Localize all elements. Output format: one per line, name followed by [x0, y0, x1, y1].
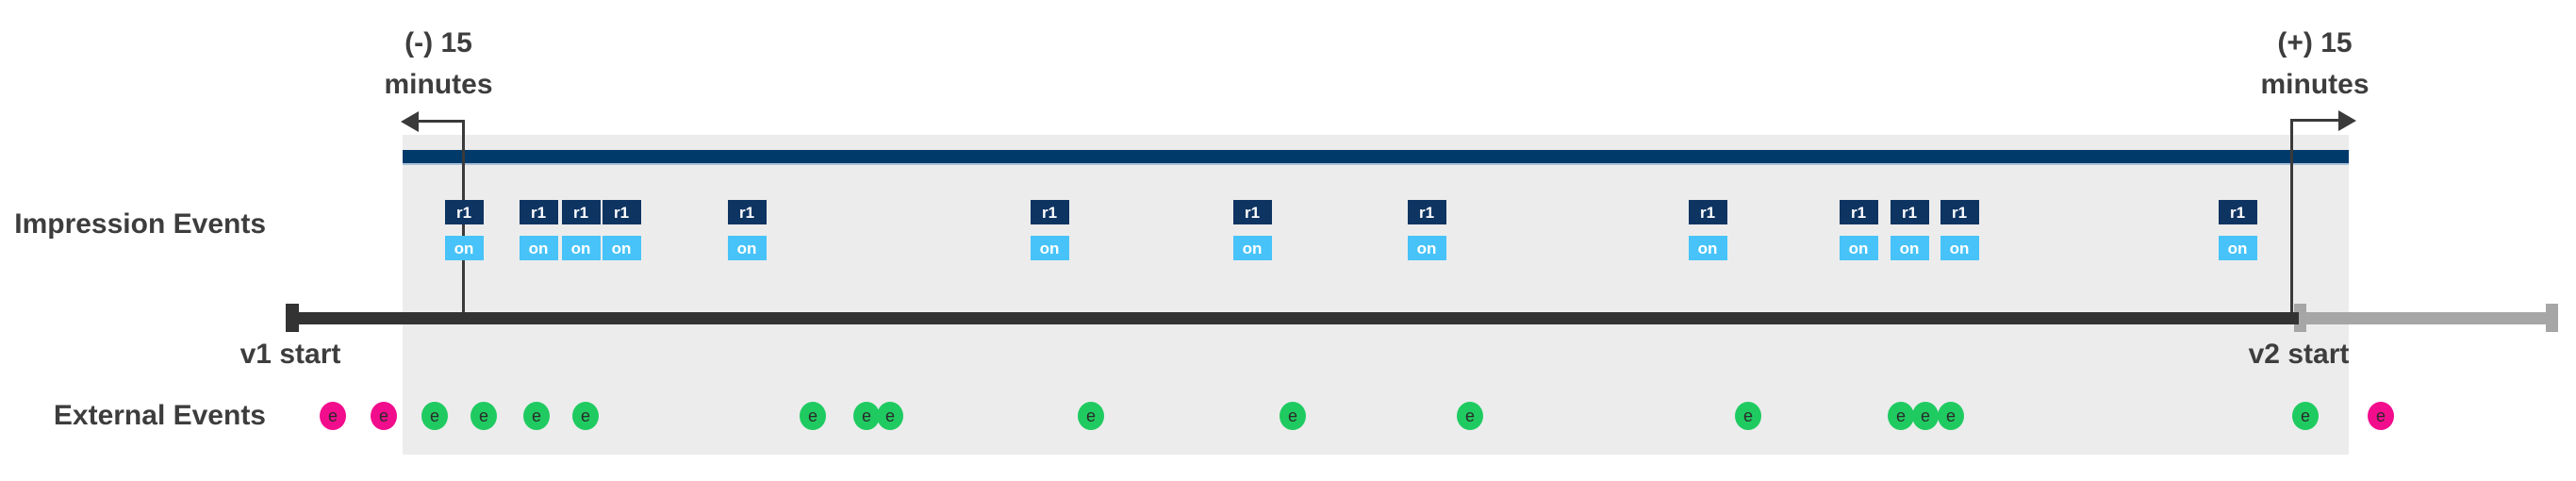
r1-tag-box: r1	[727, 200, 767, 224]
r1-tag-box: r1	[602, 200, 641, 224]
r1-tag-box: r1	[2218, 200, 2257, 224]
on-state-box: on	[1030, 236, 1069, 260]
external-event-dot-green: e	[853, 402, 880, 430]
on-state-box: on	[727, 236, 767, 260]
r1-tag-box: r1	[1030, 200, 1069, 224]
external-event-dot-pink: e	[320, 402, 346, 430]
external-event-dot-green: e	[800, 402, 826, 430]
minus-15-line1: (-) 15	[405, 27, 472, 58]
r1-tag-box: r1	[1940, 200, 1979, 224]
on-state-box: on	[1688, 236, 1727, 260]
external-event-dot-green: e	[877, 402, 903, 430]
r1-tag-box: r1	[444, 200, 484, 224]
on-state-box: on	[519, 236, 558, 260]
on-state-box: on	[561, 236, 601, 260]
on-state-box: on	[1940, 236, 1979, 260]
on-state-box: on	[1839, 236, 1878, 260]
r1-tag-box: r1	[1839, 200, 1878, 224]
r1-tag-box: r1	[1232, 200, 1272, 224]
r1-tag-box: r1	[1688, 200, 1727, 224]
external-events-row-label: External Events	[53, 400, 266, 431]
external-event-dot-pink: e	[371, 402, 397, 430]
external-event-dot-green: e	[1457, 402, 1483, 430]
on-state-box: on	[2218, 236, 2257, 260]
minus-15-minutes-label: (-) 15 minutes	[321, 23, 556, 106]
external-event-dot-green: e	[572, 402, 599, 430]
plus-15-minutes-label: (+) 15 minutes	[2197, 23, 2433, 106]
external-event-dot-green: e	[523, 402, 550, 430]
on-state-box: on	[444, 236, 484, 260]
external-event-dot-green: e	[1280, 402, 1306, 430]
plus-15-arrow-line	[2292, 119, 2341, 122]
external-event-dot-green: e	[1938, 402, 1964, 430]
analysis-window-panel	[403, 135, 2349, 455]
external-event-dot-green: e	[471, 402, 497, 430]
impression-events-row-label: Impression Events	[14, 208, 266, 240]
on-state-box: on	[602, 236, 641, 260]
campaign-bar	[403, 150, 2349, 165]
on-state-box: on	[1890, 236, 1929, 260]
external-event-dot-green: e	[421, 402, 448, 430]
v1-start-label: v1 start	[239, 339, 341, 370]
r1-tag-box: r1	[1890, 200, 1929, 224]
r1-tag-box: r1	[1407, 200, 1446, 224]
on-state-box: on	[1232, 236, 1272, 260]
external-event-dot-green: e	[1078, 402, 1104, 430]
r1-tag-box: r1	[561, 200, 601, 224]
plus-15-line2: minutes	[2260, 69, 2370, 100]
arrow-right-icon	[2338, 110, 2356, 131]
external-event-dot-pink: e	[2368, 402, 2394, 430]
minus-15-arrow-line	[418, 120, 463, 123]
external-event-dot-green: e	[1912, 402, 1939, 430]
on-state-box: on	[1407, 236, 1446, 260]
plus-15-line1: (+) 15	[2277, 27, 2353, 58]
external-event-dot-green: e	[1735, 402, 1761, 430]
external-event-dot-green: e	[2292, 402, 2319, 430]
v2-timeline-end-cap	[2546, 304, 2558, 332]
v1-timeline	[286, 312, 2299, 324]
external-event-dot-green: e	[1888, 402, 1914, 430]
v2-start-label: v2 start	[2248, 339, 2350, 370]
v2-timeline	[2299, 312, 2558, 324]
r1-tag-box: r1	[519, 200, 558, 224]
minus-15-line2: minutes	[384, 69, 493, 100]
plus-15-reference-line	[2290, 119, 2293, 320]
arrow-left-icon	[401, 111, 419, 132]
